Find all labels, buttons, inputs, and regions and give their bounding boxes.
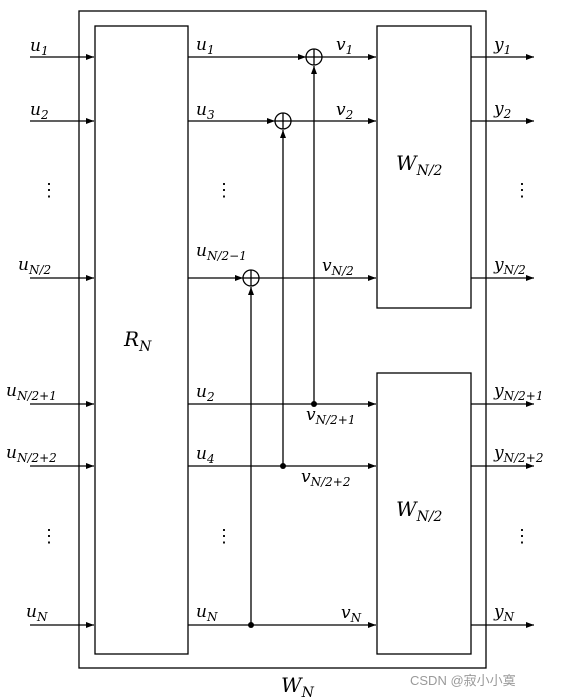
junction-dot	[311, 401, 317, 407]
upper-block-label: WN/2	[396, 151, 443, 179]
input-label: u1	[30, 36, 49, 58]
input-label: uN	[26, 602, 48, 624]
outer-block-wn	[78, 10, 487, 669]
permuted-label: uN/2−1	[196, 241, 247, 263]
ellipsis: ⋮	[513, 526, 531, 547]
permuted-label: u4	[196, 444, 215, 466]
input-arrows	[30, 54, 94, 628]
intermediate-label: vN	[341, 603, 362, 625]
ellipsis: ⋮	[215, 180, 233, 201]
xor-feed-lines	[248, 66, 317, 628]
outer-block-label: WN	[281, 673, 315, 698]
input-labels: u1 u2 uN/2 uN/2+1 uN/2+2 uN	[6, 36, 57, 624]
intermediate-labels: v1 v2 vN/2 vN/2+1 vN/2+2 vN	[301, 35, 362, 625]
output-labels: y1 y2 yN/2 yN/2+1 yN/2+2 yN	[493, 35, 543, 624]
output-label: yN/2+2	[493, 443, 543, 465]
permuted-label: u1	[196, 35, 215, 57]
intermediate-label: v1	[336, 35, 353, 57]
permuted-lines	[188, 54, 376, 628]
permutation-block-rn	[94, 25, 189, 655]
input-label: uN/2+2	[6, 443, 57, 465]
output-label: yN/2+1	[493, 381, 543, 403]
upper-block-wn2	[376, 25, 472, 309]
output-label: yN/2	[493, 255, 526, 277]
lower-block-wn2	[376, 372, 472, 655]
permutation-label: RN	[123, 327, 152, 355]
input-label: uN/2+1	[6, 381, 57, 403]
watermark: CSDN @寂小小寞	[410, 673, 516, 688]
ellipsis: ⋮	[40, 180, 58, 201]
output-arrows	[471, 54, 534, 628]
lower-block-label: WN/2	[396, 497, 443, 525]
xor-adder	[305, 48, 323, 66]
permuted-labels: u1 u3 uN/2−1 u2 u4 uN	[196, 35, 247, 624]
xor-adder	[274, 112, 292, 130]
output-label: y1	[493, 35, 511, 57]
intermediate-label: vN/2	[322, 256, 354, 278]
intermediate-label: v2	[336, 100, 353, 122]
ellipsis: ⋮	[215, 526, 233, 547]
junction-dot	[280, 463, 286, 469]
output-label: yN	[493, 602, 515, 624]
ellipsis: ⋮	[513, 180, 531, 201]
permuted-label: u3	[196, 100, 215, 122]
junction-dot	[248, 622, 254, 628]
ellipsis-marks: ⋮ ⋮ ⋮ ⋮ ⋮ ⋮	[40, 180, 531, 547]
output-label: y2	[493, 99, 511, 121]
permuted-label: uN	[196, 602, 218, 624]
input-label: u2	[30, 100, 49, 122]
permuted-label: u2	[196, 382, 215, 404]
ellipsis: ⋮	[40, 526, 58, 547]
input-label: uN/2	[18, 255, 51, 277]
xor-adder	[242, 269, 260, 287]
intermediate-label: vN/2+1	[306, 405, 355, 427]
intermediate-label: vN/2+2	[301, 467, 350, 489]
